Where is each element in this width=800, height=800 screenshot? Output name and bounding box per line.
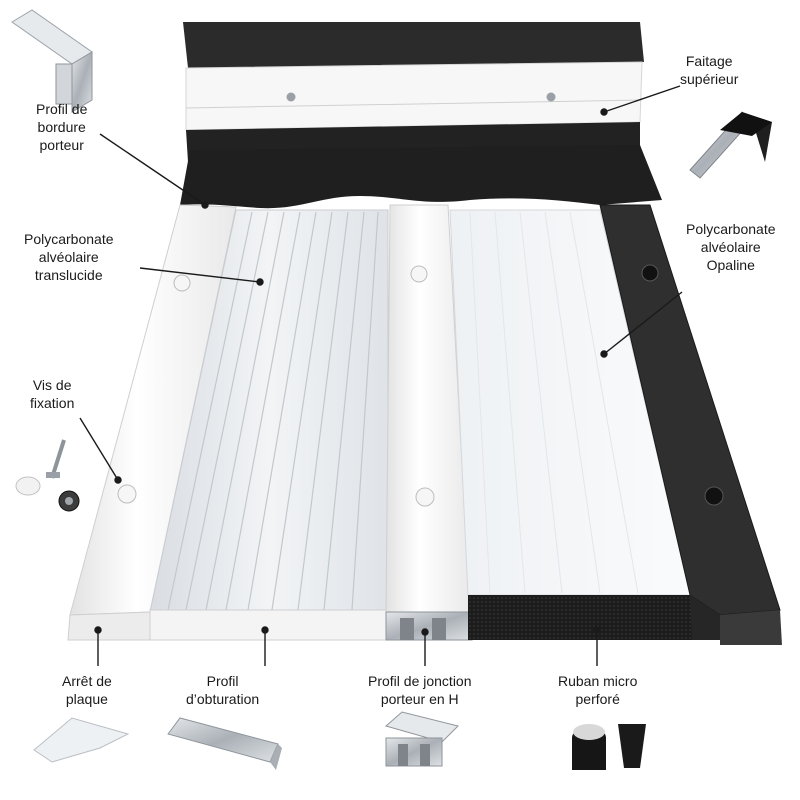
label-bordure: Profil de bordure porteur [36,100,87,154]
thumb-ridge-icon [689,111,772,179]
thumb-border-profile-icon [11,9,93,113]
obturation-profile [149,609,389,641]
translucent-flutes [167,211,379,611]
label-line: supérieur [680,71,739,87]
label-line: d’obturation [186,691,260,707]
label-poly-opaline: Polycarbonate alvéolaire Opaline [686,220,776,274]
screw-cap-icon [641,264,659,282]
label-line: perforé [575,691,620,707]
thumb-h-profile-icon [384,711,459,767]
label-line: Profil de [36,101,88,117]
label-line: Profil [206,673,239,689]
opaline-flutes [469,211,639,594]
screw-cap-icon [415,487,435,507]
label-line: Ruban micro [558,673,638,689]
label-line: Opaline [706,257,755,273]
label-line: porteur en H [380,691,459,707]
label-line: plaque [65,691,108,707]
fixing-screws [117,264,724,507]
label-obturation: Profil d’obturation [186,672,259,708]
label-line: alvéolaire [700,239,761,255]
leader-lines [79,85,683,666]
ridge-profile [183,22,644,162]
ridge-screw-icon [286,92,296,102]
label-ruban: Ruban micro perforé [558,672,637,708]
label-line: translucide [34,267,103,283]
label-vis: Vis de fixation [30,376,74,412]
loose-screw-icon [15,439,80,512]
screw-cap-icon [173,274,191,292]
label-line: Faitage [685,53,733,69]
thumb-obturation-icon [167,717,282,770]
screw-cap-icon [117,484,137,504]
label-line: fixation [30,395,75,411]
ridge-screw-icon [546,92,556,102]
screw-cap-icon [704,486,724,506]
label-line: bordure [37,119,86,135]
thumb-tape-icon [572,724,646,770]
label-line: Arrêt de [62,673,112,689]
label-line: Profil de jonction [368,673,472,689]
h-profile-end [385,611,473,641]
label-line: Polycarbonate [24,231,114,247]
label-line: Polycarbonate [686,221,776,237]
micro-perforated-tape [468,595,692,640]
label-line: Vis de [32,377,72,393]
label-arret: Arrêt de plaque [62,672,112,708]
label-faitage: Faitage supérieur [680,52,738,88]
label-poly-translucide: Polycarbonate alvéolaire translucide [24,230,114,284]
ridge-rubber-skirt [180,145,662,209]
screw-cap-icon [410,265,428,283]
label-line: alvéolaire [38,249,99,265]
label-line: porteur [39,137,84,153]
thumb-arret-icon [33,717,130,763]
label-jonction: Profil de jonction porteur en H [368,672,472,708]
